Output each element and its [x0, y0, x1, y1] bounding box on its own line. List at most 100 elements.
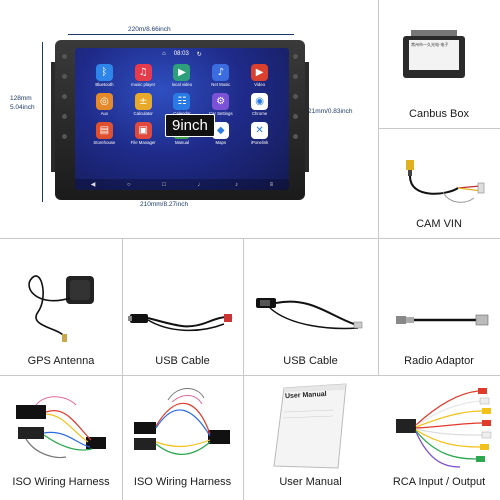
menu-icon: ≡ — [269, 181, 274, 188]
iso-harness-2-icon — [134, 388, 230, 455]
caption-user-manual: User Manual — [279, 476, 342, 488]
app-label: Aux — [100, 111, 109, 116]
app-tile[interactable]: ▤Storehouse — [85, 122, 124, 145]
calculator-icon: ± — [134, 93, 152, 110]
maps-icon: ◆ — [212, 122, 230, 139]
chrome-icon: ◉ — [251, 93, 269, 110]
app-tile[interactable]: ±Calculator — [124, 93, 163, 116]
app-tile[interactable]: ◉Chrome — [240, 93, 279, 116]
app-tile[interactable]: ✕iPonelink — [240, 122, 279, 145]
dim-depth: 21mm/0.83inch — [308, 108, 353, 115]
storehouse-icon: ▤ — [95, 122, 113, 139]
app-label: Bluetooth — [95, 82, 114, 87]
app-tile[interactable]: ♪Net Music — [201, 64, 240, 87]
dimension-line — [42, 42, 43, 202]
app-tile[interactable]: ▶local video — [163, 64, 202, 87]
canbus-box-icon: 常州市一久光电·电子 — [403, 30, 465, 80]
canbus-label: 常州市一久光电·电子 — [409, 40, 459, 70]
caption-rca: RCA Input / Output — [392, 476, 486, 488]
home-icon: ⌂ — [162, 51, 166, 57]
app-tile[interactable]: ☷Calendar — [163, 93, 202, 116]
app-tile[interactable]: ▣File Manager — [124, 122, 163, 145]
hardware-button — [293, 74, 298, 79]
app-tile[interactable]: ◆Maps — [201, 122, 240, 145]
hardware-button — [293, 54, 298, 59]
dim-width-bottom: 210mm/8.27inch — [140, 201, 189, 208]
hardware-button — [293, 94, 298, 99]
dim-width-top: 220m/8.66inch — [128, 26, 171, 33]
video-icon: ▶ — [173, 64, 191, 81]
app-label: File Manager — [130, 140, 156, 145]
user-manual-icon — [273, 383, 347, 469]
volume-up-icon: ♪ — [235, 181, 239, 188]
hardware-button — [293, 134, 298, 139]
car-settings-icon: ⚙ — [212, 93, 230, 110]
caption-usb-cable: USB Cable — [155, 355, 210, 367]
caption-gps-antenna: GPS Antenna — [27, 355, 95, 367]
app-label: Calendar — [173, 111, 190, 116]
rca-cable-icon — [396, 388, 492, 468]
app-label: Video — [254, 82, 266, 87]
dimension-line — [68, 34, 294, 35]
radio-adaptor-icon — [396, 314, 489, 326]
caption-iso-harness: ISO Wiring Harness — [12, 476, 110, 488]
usb-cable-2-icon — [256, 298, 363, 330]
iso-harness-icon — [16, 396, 106, 459]
hardware-button — [62, 54, 67, 59]
app-tile[interactable]: ▶Video — [240, 64, 279, 87]
hardware-button — [62, 134, 67, 139]
status-bar: ⌂ 08:03 ↻ — [75, 48, 289, 60]
volume-icon: ♩ — [197, 181, 204, 188]
app-label: Manual — [174, 140, 190, 145]
hardware-button — [62, 74, 67, 79]
play-icon: ▶ — [251, 64, 269, 81]
calendar-icon: ☷ — [173, 93, 191, 110]
file-manager-icon: ▣ — [134, 122, 152, 139]
app-label: Storehouse — [93, 140, 116, 145]
app-label: iPonelink — [250, 140, 269, 145]
app-tile[interactable]: ♫music player — [124, 64, 163, 87]
bluetooth-icon: ᛒ — [95, 64, 113, 81]
status-time: 08:03 — [173, 51, 189, 57]
recent-icon: □ — [162, 181, 166, 188]
app-label: Net Music — [211, 82, 231, 87]
hardware-button — [62, 94, 67, 99]
grid-divider — [0, 375, 500, 376]
phonelink-icon: ✕ — [251, 122, 269, 139]
app-label: Maps — [215, 140, 227, 145]
hardware-button — [62, 114, 67, 119]
aux-icon: ◎ — [95, 93, 113, 110]
caption-canbus-box: Canbus Box — [409, 108, 469, 120]
app-tile[interactable]: ⚙Car Settings — [201, 93, 240, 116]
nav-bar: ◀ ○ □ ♩ ♪ ≡ — [75, 179, 289, 190]
gps-antenna-icon — [28, 275, 94, 342]
cam-vin-cable-icon — [406, 160, 485, 203]
grid-divider — [0, 238, 500, 239]
grid-divider — [378, 0, 379, 375]
net-music-icon: ♪ — [212, 64, 230, 81]
caption-radio-adaptor: Radio Adaptor — [404, 355, 474, 367]
app-label: Car Settings — [208, 111, 233, 116]
app-label: local video — [171, 82, 193, 87]
caption-iso-harness-2: ISO Wiring Harness — [133, 476, 232, 488]
sync-icon: ↻ — [196, 51, 202, 58]
left-buttons — [62, 54, 67, 139]
app-label: Chrome — [251, 111, 268, 116]
back-icon: ◀ — [90, 182, 96, 188]
caption-usb-cable-2: USB Cable — [283, 355, 338, 367]
caption-cam-vin: CAM VIN — [416, 218, 462, 230]
hardware-button — [293, 114, 298, 119]
music-icon: ♫ — [134, 64, 152, 81]
home-icon: ○ — [127, 181, 131, 188]
app-label: music player — [131, 82, 156, 87]
connector-pins — [411, 30, 457, 38]
grid-divider — [378, 128, 500, 129]
app-label: Calculator — [133, 111, 153, 116]
grid-divider — [243, 238, 244, 500]
app-tile[interactable]: ◎Aux — [85, 93, 124, 116]
